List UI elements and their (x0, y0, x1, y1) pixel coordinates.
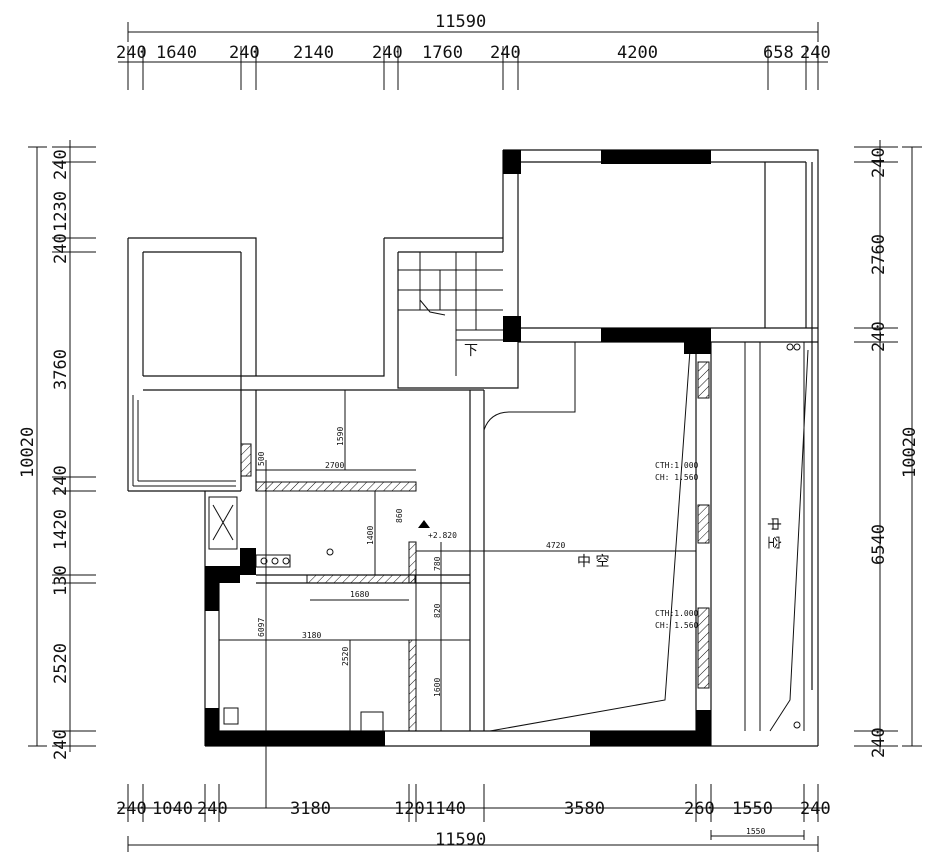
top-dim-240-d: 240 (490, 43, 521, 63)
left-dim-240-b: 240 (51, 233, 71, 264)
dim-1680: 1680 (350, 590, 369, 599)
left-dim-240-d: 240 (51, 729, 71, 760)
hatched-walls (240, 361, 710, 732)
dim-860: 860 (395, 508, 404, 523)
dim-500: 500 (257, 451, 266, 466)
bottom-dim-240-b: 240 (197, 799, 228, 819)
bottom-extra-1550: 1550 (746, 827, 765, 836)
cth-label-1: CTH:1.000 (655, 461, 699, 470)
dim-3180: 3180 (302, 631, 321, 640)
left-dimension-chain: 10020 240 1230 240 3760 240 1420 130 252… (18, 140, 96, 760)
ch-label-2: CH: 1.560 (655, 621, 699, 630)
bottom-dimension-chain: 240 1040 240 3180 120 1140 3580 260 1550… (116, 784, 831, 852)
right-dim-240-a: 240 (869, 147, 889, 178)
bottom-dim-240-c: 240 (800, 799, 831, 819)
bottom-dim-1140: 1140 (425, 799, 466, 819)
top-dim-240-b: 240 (229, 43, 260, 63)
top-dim-240-a: 240 (116, 43, 147, 63)
bottom-dim-240-a: 240 (116, 799, 147, 819)
left-dim-1420: 1420 (51, 509, 71, 550)
right-dimension-chain: 10020 240 2760 240 6540 240 (854, 140, 922, 758)
cth-label-2: CTH:1.000 (655, 609, 699, 618)
void-label-side: 中 空 (765, 517, 781, 549)
bottom-dim-1040: 1040 (152, 799, 193, 819)
bottom-dim-3580: 3580 (564, 799, 605, 819)
dim-780: 780 (433, 556, 442, 571)
dim-1400: 1400 (366, 526, 375, 545)
right-dim-240-b: 240 (869, 321, 889, 352)
left-dim-240-a: 240 (51, 149, 71, 180)
bottom-dim-120: 120 (394, 799, 425, 819)
level-mark: +2.820 (428, 531, 457, 540)
dim-6097: 6097 (257, 618, 266, 637)
top-dim-4200: 4200 (617, 43, 658, 63)
plan-walls (127, 149, 819, 808)
dim-820: 820 (433, 603, 442, 618)
bottom-total-dimension: 11590 (435, 830, 486, 850)
left-dim-240-c: 240 (51, 465, 71, 496)
top-dim-2140: 2140 (293, 43, 334, 63)
right-dim-6540: 6540 (869, 524, 889, 565)
left-dim-3760: 3760 (51, 349, 71, 390)
top-total-dimension: 11590 (435, 12, 486, 32)
top-dim-240-c: 240 (372, 43, 403, 63)
dim-4720: 4720 (546, 541, 565, 550)
left-dim-130: 130 (51, 565, 71, 596)
bottom-dim-3180: 3180 (290, 799, 331, 819)
top-dim-240-e: 240 (800, 43, 831, 63)
bottom-dim-1550: 1550 (732, 799, 773, 819)
right-dim-2760: 2760 (869, 234, 889, 275)
top-dim-658: 658 (763, 43, 794, 63)
dim-2520: 2520 (341, 647, 350, 666)
dim-2700: 2700 (325, 461, 344, 470)
dim-1590: 1590 (336, 427, 345, 446)
void-label-main: 中 空 (577, 554, 609, 570)
left-dim-1230: 1230 (51, 191, 71, 232)
left-total-dimension: 10020 (18, 427, 38, 478)
right-total-dimension: 10020 (900, 427, 920, 478)
top-dimension-chain: 11590 240 1640 240 2140 240 1760 240 420… (116, 12, 831, 90)
structural-columns (205, 150, 711, 746)
right-dim-240-c: 240 (869, 727, 889, 758)
top-dim-1760: 1760 (422, 43, 463, 63)
dim-1600: 1600 (433, 678, 442, 697)
ch-label-1: CH: 1.560 (655, 473, 699, 482)
top-dim-1640: 1640 (156, 43, 197, 63)
stair-down-label: 下 (464, 343, 478, 359)
left-dim-2520: 2520 (51, 643, 71, 684)
bottom-dim-260: 260 (684, 799, 715, 819)
interior-annotations: 1590 2700 500 1400 860 +2.820 4720 780 1… (257, 343, 781, 731)
